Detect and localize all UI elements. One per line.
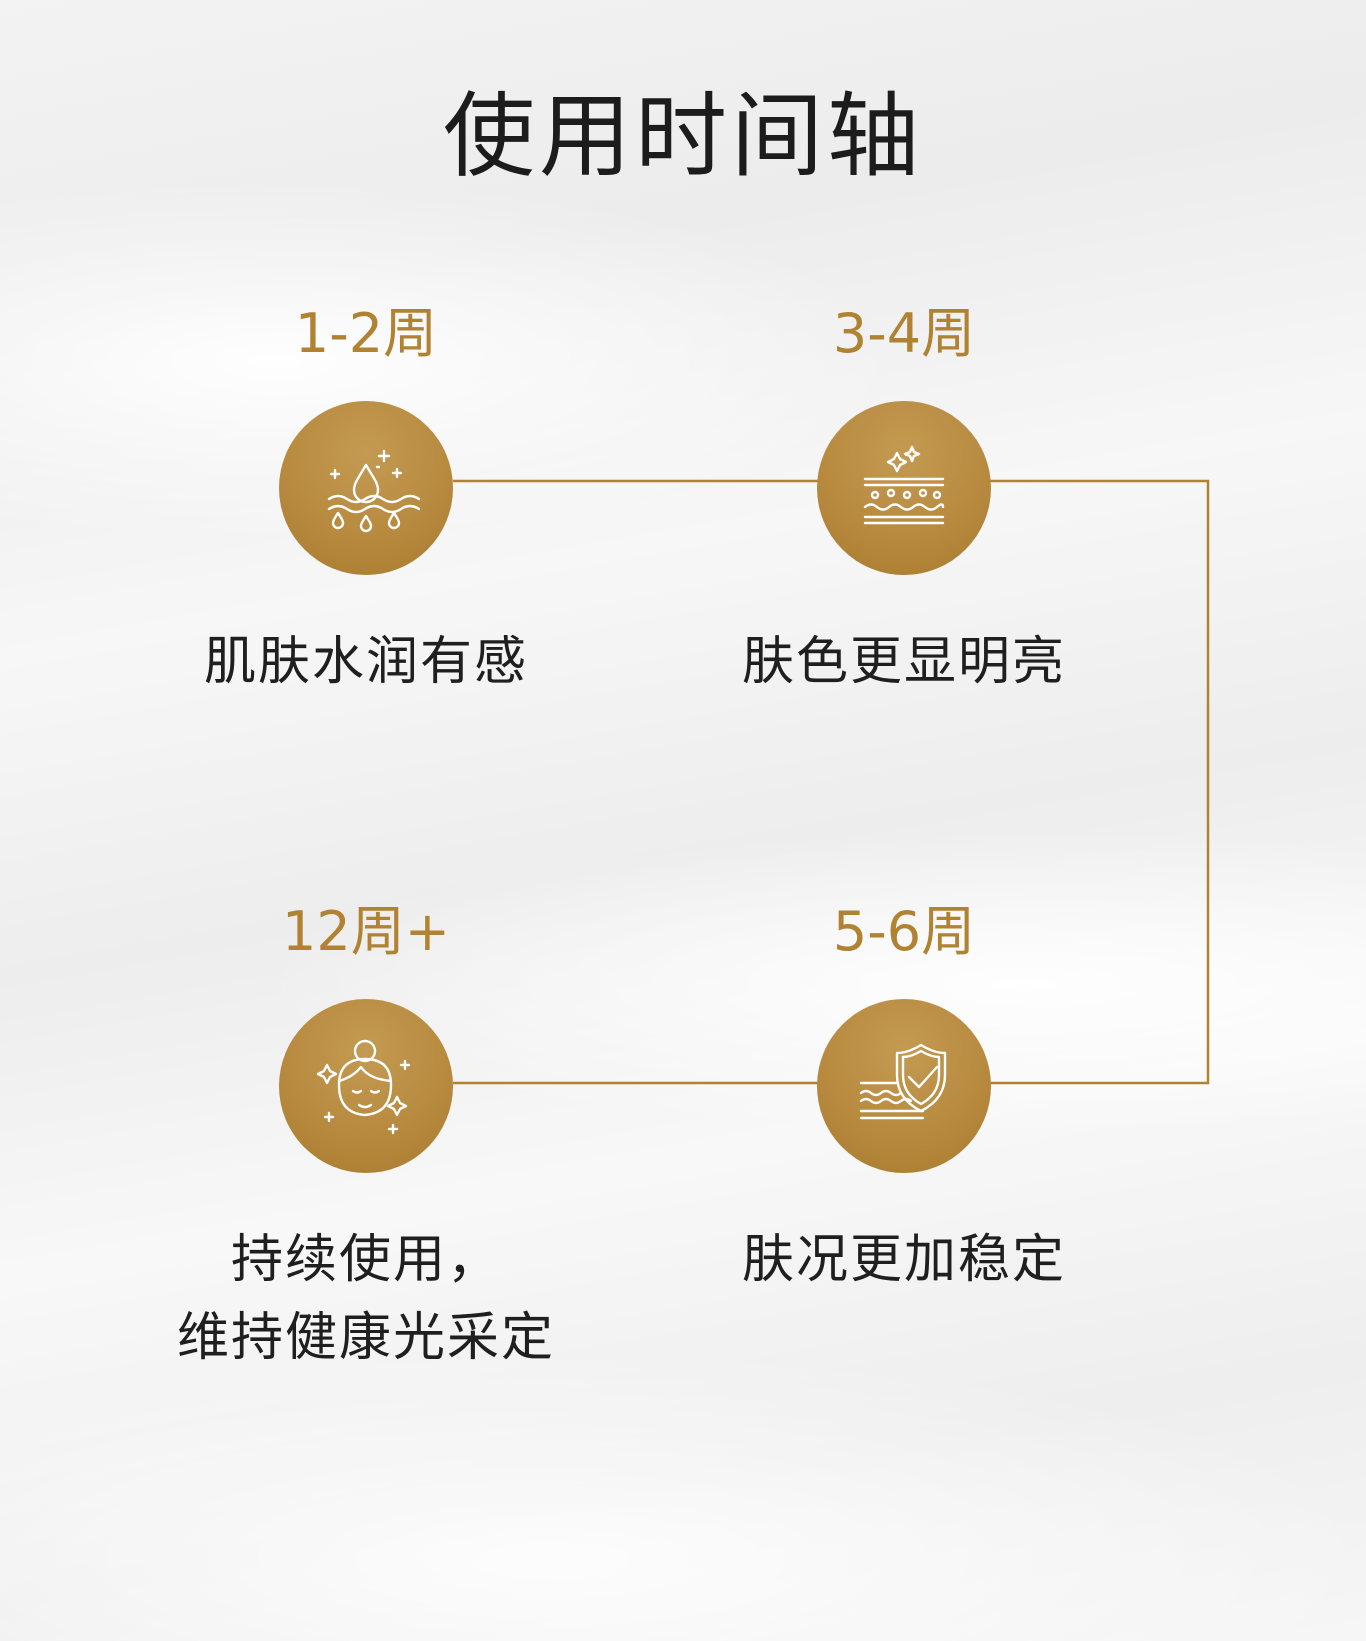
stage-1-2-weeks: 1-2周 肌肤水润有感 — [156, 302, 576, 701]
stage-badge — [279, 401, 453, 575]
stage-description: 肤色更显明亮 — [694, 623, 1114, 701]
water-drop-icon — [327, 449, 421, 533]
stage-period: 3-4周 — [832, 302, 976, 365]
stage-period: 12周+ — [282, 900, 450, 963]
description-line: 肤况更加稳定 — [741, 1230, 1066, 1290]
stage-3-4-weeks: 3-4周 肤色更显明亮 — [694, 302, 1114, 701]
description-line: 肌肤水润有感 — [203, 632, 528, 692]
stage-5-6-weeks: 5-6周 肤况更加稳定 — [694, 900, 1114, 1299]
description-line: 维持健康光采定 — [176, 1308, 555, 1368]
stage-description: 肌肤水润有感 — [156, 623, 576, 701]
stage-period: 5-6周 — [832, 900, 976, 963]
skin-layer-icon — [863, 445, 945, 525]
stage-period: 1-2周 — [294, 302, 438, 365]
stage-12-weeks-plus: 12周+ 持续使用， 维持健康光采定 — [156, 900, 576, 1377]
stage-description: 肤况更加稳定 — [694, 1221, 1114, 1299]
stage-description: 持续使用， 维持健康光采定 — [156, 1221, 576, 1377]
shield-check-icon — [859, 1043, 947, 1120]
page-title: 使用时间轴 — [442, 83, 923, 190]
stage-badge — [817, 999, 991, 1173]
stage-badge — [817, 401, 991, 575]
stage-badge — [279, 999, 453, 1173]
face-glow-icon — [316, 1039, 411, 1135]
description-line: 肤色更显明亮 — [741, 632, 1066, 692]
description-line: 持续使用， — [230, 1230, 501, 1290]
